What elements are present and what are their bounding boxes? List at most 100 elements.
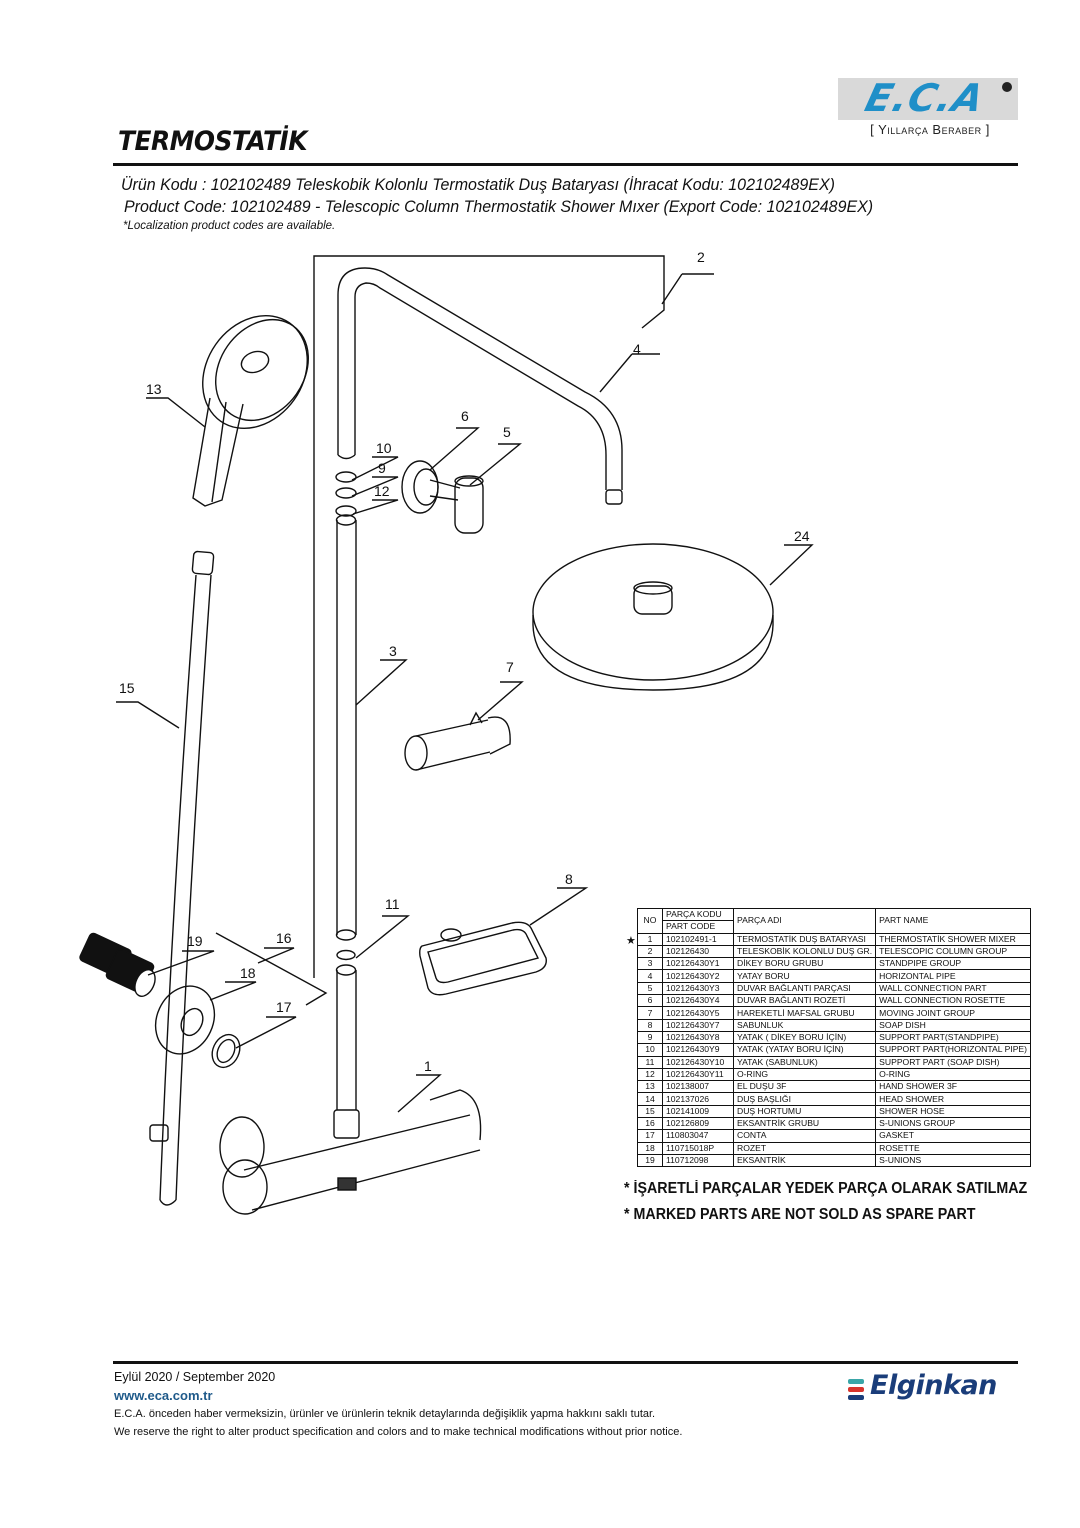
warning-en: * MARKED PARTS ARE NOT SOLD AS SPARE PAR… bbox=[624, 1206, 976, 1223]
callout-5: 5 bbox=[503, 424, 511, 440]
header-code-tr: PARÇA KODU bbox=[662, 907, 734, 922]
registered-mark-icon bbox=[1002, 82, 1012, 92]
part-name-en: SUPPORT PART (SOAP DISH) bbox=[875, 1055, 1032, 1069]
part-name-en: S-UNIONS GROUP bbox=[875, 1117, 1032, 1131]
marked-part-star-icon: ★ bbox=[626, 935, 636, 947]
part-name-tr: YATAK (YATAY BORU İÇİN) bbox=[732, 1043, 877, 1057]
part-no: 6 bbox=[637, 994, 663, 1008]
disclaimer-tr: E.C.A. önceden haber vermeksizin, ürünle… bbox=[114, 1408, 656, 1420]
part-name-en: SHOWER HOSE bbox=[875, 1104, 1032, 1119]
part-name-tr: DUVAR BAĞLANTI PARÇASI bbox=[732, 981, 877, 996]
standpipe bbox=[336, 520, 357, 935]
part-name-en: WALL CONNECTION PART bbox=[875, 981, 1032, 996]
soap-dish bbox=[419, 921, 547, 996]
disclaimer-en: We reserve the right to alter product sp… bbox=[114, 1426, 683, 1438]
o-ring-10 bbox=[335, 471, 357, 483]
logo-bar bbox=[848, 1395, 864, 1400]
part-code: 102138007 bbox=[662, 1080, 734, 1094]
website-link[interactable]: www.eca.com.tr bbox=[114, 1388, 213, 1403]
part-code: 102126430Y3 bbox=[662, 981, 734, 996]
hand-shower bbox=[192, 314, 309, 507]
part-code: 102126430Y10 bbox=[662, 1055, 734, 1069]
part-name-en: HORIZONTAL PIPE bbox=[875, 969, 1032, 983]
s-union bbox=[79, 932, 156, 997]
part-code: 102126430 bbox=[662, 944, 734, 959]
header-name-tr: PARÇA ADI bbox=[732, 908, 877, 934]
rosette bbox=[154, 985, 216, 1055]
table-header-row: NO PARÇA KODU PARÇA ADI PART NAME bbox=[637, 907, 1032, 934]
product-code-en: Product Code: 102102489 - Telescopic Col… bbox=[124, 197, 874, 216]
part-code: 110715018P bbox=[662, 1141, 734, 1155]
part-code: 110712098 bbox=[662, 1153, 734, 1168]
part-name-en: SUPPORT PART(STANDPIPE) bbox=[875, 1030, 1032, 1045]
elginkan-logo: Elginkan bbox=[870, 1370, 997, 1401]
callout-10: 10 bbox=[376, 440, 392, 456]
part-no: 19 bbox=[637, 1153, 663, 1168]
part-no: 15 bbox=[637, 1104, 663, 1119]
part-name-tr: DUVAR BAĞLANTI ROZETİ bbox=[732, 994, 877, 1008]
publication-date: Eylül 2020 / September 2020 bbox=[114, 1370, 276, 1384]
product-code-tr: Ürün Kodu : 102102489 Teleskobik Kolonlu… bbox=[121, 175, 835, 194]
part-name-tr: SABUNLUK bbox=[732, 1018, 877, 1032]
eca-logo: E.C.A bbox=[860, 76, 990, 120]
part-name-tr: YATAY BORU bbox=[732, 969, 877, 983]
part-name-tr: TELESKOBİK KOLONLU DUŞ GR. bbox=[732, 944, 877, 959]
header-code-en: PART CODE bbox=[662, 920, 734, 934]
part-no: 11 bbox=[637, 1055, 663, 1069]
support-ring-11 bbox=[336, 949, 356, 961]
part-no: 10 bbox=[637, 1043, 663, 1057]
part-no: 1 bbox=[637, 932, 663, 946]
document-title: TERMOSTATİK bbox=[118, 126, 308, 157]
part-code: 110803047 bbox=[662, 1129, 734, 1143]
part-name-en: SUPPORT PART(HORIZONTAL PIPE) bbox=[875, 1043, 1032, 1057]
part-no: 3 bbox=[637, 957, 663, 971]
shower-hose bbox=[149, 550, 215, 1206]
part-name-en: WALL CONNECTION ROSETTE bbox=[875, 994, 1032, 1008]
part-no: 12 bbox=[637, 1067, 663, 1082]
part-no: 14 bbox=[637, 1092, 663, 1106]
callout-7: 7 bbox=[506, 659, 514, 675]
callout-11: 11 bbox=[385, 896, 400, 912]
group-bracket-2 bbox=[313, 255, 665, 978]
part-code: 102126430Y2 bbox=[662, 969, 734, 983]
o-ring-12 bbox=[335, 505, 357, 517]
part-code: 102126430Y4 bbox=[662, 994, 734, 1008]
part-code: 102141009 bbox=[662, 1104, 734, 1119]
header-no: NO bbox=[637, 908, 663, 934]
callout-12: 12 bbox=[374, 483, 390, 499]
callout-16: 16 bbox=[276, 930, 292, 946]
part-name-en: MOVING JOINT GROUP bbox=[875, 1006, 1032, 1020]
part-no: 17 bbox=[637, 1129, 663, 1143]
part-name-tr: DUŞ BAŞLIĞI bbox=[732, 1092, 877, 1106]
part-code: 102102491-1 bbox=[662, 932, 734, 946]
part-no: 13 bbox=[637, 1080, 663, 1094]
part-name-en: GASKET bbox=[875, 1129, 1032, 1143]
part-name-en: ROSETTE bbox=[875, 1141, 1032, 1155]
head-shower bbox=[532, 543, 774, 681]
part-no: 2 bbox=[637, 944, 663, 959]
exploded-parts-diagram: 2 4 13 6 5 10 9 12 24 3 7 15 8 11 16 19 … bbox=[79, 249, 814, 1215]
part-no: 7 bbox=[637, 1006, 663, 1020]
callout-13: 13 bbox=[146, 381, 162, 397]
part-name-tr: ROZET bbox=[732, 1141, 877, 1155]
parts-table: NO PARÇA KODU PARÇA ADI PART NAME PART C… bbox=[637, 907, 1032, 1168]
part-code: 102126430Y5 bbox=[662, 1006, 734, 1020]
callout-15: 15 bbox=[119, 680, 135, 696]
part-name-tr: EKSANTRİK GRUBU bbox=[732, 1117, 877, 1131]
part-name-en: TELESCOPIC COLUMN GROUP bbox=[875, 944, 1032, 959]
elginkan-logo-icon bbox=[848, 1379, 864, 1401]
